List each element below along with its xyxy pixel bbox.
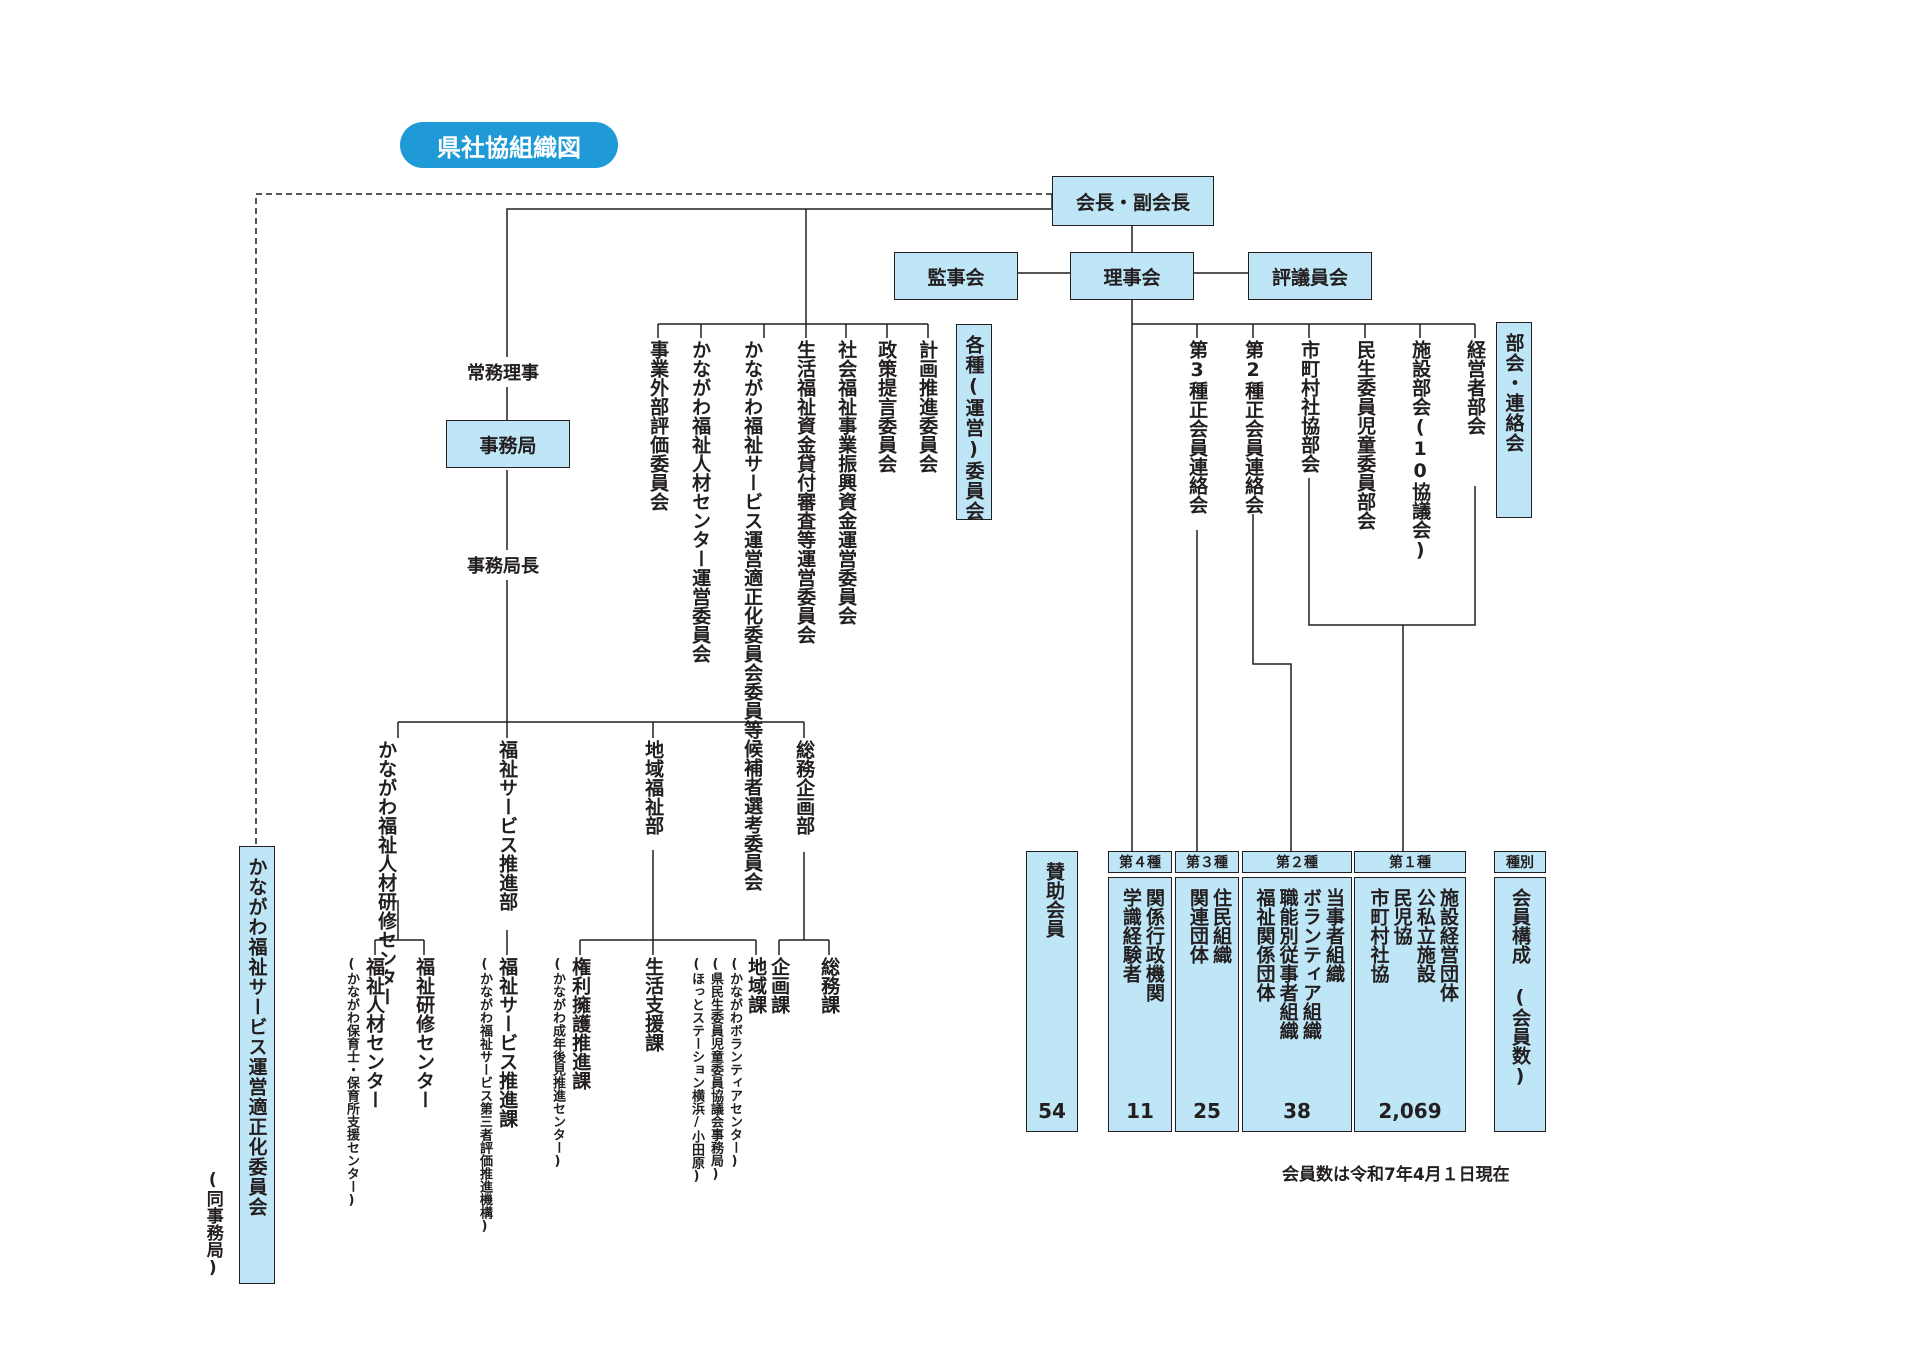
unit-chiiki: 地域課: [744, 957, 768, 1014]
committee-item: 計画推進委員会: [915, 340, 939, 473]
board-box: 理事会: [1070, 252, 1194, 300]
department-fukushi-service: 福祉サービス推進部: [495, 740, 519, 911]
secretariat-office-box: 事務局: [446, 420, 570, 468]
unit-fukushi-kenshu: 福祉研修センター: [412, 957, 436, 1109]
unit-note: (県民生委員児童委員協議会事務局): [706, 957, 725, 1182]
unit-fukushi-service-suishin: 福祉サービス推進課: [495, 957, 519, 1128]
unit-note: (かながわ成年後見推進センター): [548, 957, 567, 1169]
member-header-3: 第３種: [1175, 851, 1239, 873]
committee-item: 事業外部評価委員会: [646, 340, 670, 511]
managing-director-label: 常務理事: [463, 357, 543, 387]
member-column-2: 当事者組織 ボランティア組織 職能別従事者組織 福祉関係団体 38: [1242, 877, 1352, 1132]
section-item: 経営者部会: [1463, 340, 1487, 435]
as-of-note: 会員数は令和7年4月１日現在: [1282, 1165, 1510, 1185]
member-type-column: 会員構成 (会員数): [1494, 877, 1546, 1132]
unit-seikatsu-shien: 生活支援課: [641, 957, 665, 1052]
unit-note: (かながわ保育士・保育所支援センター): [342, 957, 361, 1208]
councilors-box: 評議員会: [1248, 252, 1372, 300]
committee-item: 社会福祉事業振興資金運営委員会: [834, 340, 858, 625]
committee-item: 政策提言委員会: [874, 340, 898, 473]
department-chiiki-fukushi: 地域福祉部: [641, 740, 665, 835]
department-soumu-kikaku: 総務企画部: [792, 740, 816, 835]
member-column-4: 関係行政機関 学識経験者 11: [1108, 877, 1172, 1132]
member-count: 2,069: [1378, 1099, 1442, 1123]
unit-fukushi-jinzai: 福祉人材センター: [362, 957, 386, 1109]
unit-kenri-yogo: 権利擁護推進課: [568, 957, 592, 1090]
section-item: 市町村社協部会: [1297, 340, 1321, 473]
member-type-header: 種別: [1494, 851, 1546, 873]
member-header-1: 第１種: [1354, 851, 1466, 873]
page-title: 県社協組織図: [400, 122, 618, 168]
external-committee-note: (同事務局): [202, 1170, 223, 1278]
president-box: 会長・副会長: [1052, 176, 1214, 226]
section-item: 施設部会(10協議会): [1408, 340, 1432, 561]
committee-item: かながわ福祉人材センター運営委員会: [688, 340, 712, 663]
member-header-4: 第４種: [1108, 851, 1172, 873]
committee-item: 生活福祉資金貸付審査等運営委員会: [793, 340, 817, 644]
supporting-member-column: 賛助会員 54: [1026, 851, 1078, 1132]
auditors-box: 監事会: [894, 252, 1018, 300]
committees-group-label: 各種(運営)委員会: [956, 324, 992, 521]
external-committee-box: かながわ福祉サービス運営適正化委員会: [239, 846, 275, 1284]
office-head-label: 事務局長: [463, 550, 543, 580]
member-column-3: 住民組織 関連団体 25: [1175, 877, 1239, 1132]
section-item: 第2種正会員連絡会: [1241, 340, 1265, 514]
member-count: 25: [1193, 1099, 1221, 1123]
member-count: 54: [1038, 1099, 1066, 1123]
member-count: 38: [1283, 1099, 1311, 1123]
unit-note: (かながわ福祉サービス第三者評価推進機構): [475, 957, 494, 1234]
committee-item: かながわ福祉サービス運営適正化委員会委員等候補者選考委員会: [740, 340, 764, 891]
unit-note: (かながわボランティアセンター): [725, 957, 744, 1169]
unit-soumu: 総務課: [817, 957, 841, 1014]
section-item: 民生委員児童委員部会: [1353, 340, 1377, 530]
member-count: 11: [1126, 1099, 1154, 1123]
member-header-2: 第２種: [1242, 851, 1352, 873]
unit-note: (ほっとステーション横浜/小田原): [687, 957, 706, 1184]
section-item: 第3種正会員連絡会: [1185, 340, 1209, 514]
member-column-1: 施設経営団体 公私立施設 民児協 市町村社協 2,069: [1354, 877, 1466, 1132]
unit-kikaku: 企画課: [767, 957, 791, 1014]
sections-group-label: 部会・連絡会: [1496, 322, 1532, 518]
department-kenshu-center: かながわ福祉人材研修センター: [374, 740, 398, 1006]
